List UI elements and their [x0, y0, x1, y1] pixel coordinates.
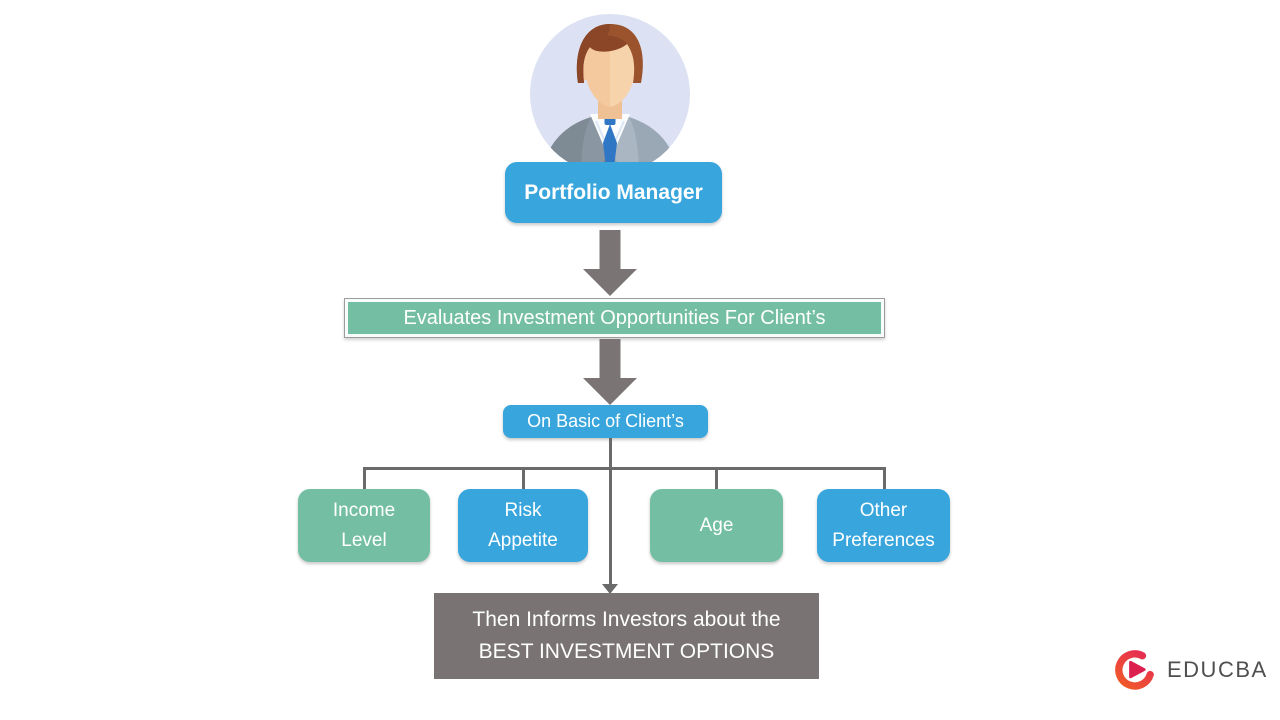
connector-stub-preferences: [883, 467, 886, 489]
educba-e-icon: [1115, 650, 1154, 690]
connector-stub-income: [363, 467, 366, 489]
down-block-arrow-icon: [583, 230, 637, 296]
factor-box-age: Age: [650, 489, 783, 562]
factor-label-other-preferences: Other Preferences: [832, 499, 935, 551]
portfolio-manager-box: Portfolio Manager: [505, 162, 722, 223]
portfolio-manager-label: Portfolio Manager: [524, 180, 703, 204]
factor-label-age: Age: [699, 514, 734, 536]
on-basis-of-clients-box: On Basic of Client’s: [503, 405, 708, 438]
best-investment-options-label: Then Informs Investors about the BEST IN…: [472, 608, 781, 663]
factor-label-income-level: Income Level: [332, 499, 396, 551]
factor-box-other-preferences: Other Preferences: [817, 489, 950, 562]
connector-stub-risk: [522, 467, 525, 489]
evaluates-opportunities-box: Evaluates Investment Opportunities For C…: [344, 298, 885, 338]
down-arrowhead-icon: [602, 584, 618, 594]
factor-label-risk-appetite: Risk Appetite: [488, 499, 558, 551]
connector-horizontal-branch: [363, 467, 886, 470]
connector-vertical-center: [609, 438, 612, 586]
factor-box-risk-appetite: Risk Appetite: [458, 489, 588, 562]
on-basis-of-clients-label: On Basic of Client’s: [527, 411, 684, 431]
down-block-arrow-icon: [583, 339, 637, 405]
evaluates-opportunities-label: Evaluates Investment Opportunities For C…: [403, 306, 826, 329]
best-investment-options-box: Then Informs Investors about the BEST IN…: [434, 593, 819, 679]
portfolio-manager-avatar-icon: [530, 14, 690, 174]
factor-box-income-level: Income Level: [298, 489, 430, 562]
connector-stub-age: [715, 467, 718, 489]
educba-logo: EDUCBA: [1114, 648, 1268, 692]
educba-logo-text: EDUCBA: [1167, 657, 1268, 682]
